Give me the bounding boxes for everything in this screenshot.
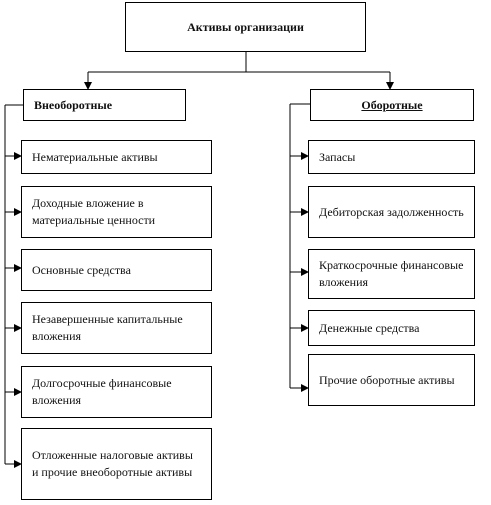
right-item-4: Денежные средства	[308, 310, 475, 346]
right-item-2: Дебиторская задолженность	[308, 186, 475, 238]
left-item-label: Нематериальные активы	[32, 149, 158, 164]
right-item-label: Запасы	[319, 149, 356, 164]
left-group-header: Внеоборотные	[23, 89, 186, 121]
left-item-6: Отложенные налоговые активы и прочие вне…	[21, 428, 212, 500]
root-title: Активы организации	[187, 19, 304, 34]
left-item-label: Основные средства	[32, 262, 131, 277]
left-item-1: Нематериальные активы	[21, 140, 212, 174]
right-item-label: Краткосрочные финансовые вложения	[319, 258, 464, 289]
right-item-3: Краткосрочные финансовые вложения	[308, 249, 475, 299]
left-item-label: Отложенные налоговые активы и прочие вне…	[32, 448, 193, 479]
left-group-title: Внеоборотные	[34, 97, 113, 112]
left-item-2: Доходные вложение в материальные ценност…	[21, 186, 212, 238]
right-item-1: Запасы	[308, 140, 475, 174]
right-item-label: Дебиторская задолженность	[319, 204, 464, 219]
left-item-3: Основные средства	[21, 249, 212, 291]
left-item-label: Незавершенные капитальные вложения	[32, 312, 183, 343]
right-item-label: Денежные средства	[319, 320, 420, 335]
left-item-label: Долгосрочные финансовые вложения	[32, 376, 172, 407]
right-group-header: Оборотные	[310, 89, 474, 121]
right-group-title: Оборотные	[361, 97, 423, 112]
left-item-label: Доходные вложение в материальные ценност…	[32, 196, 156, 227]
left-item-5: Долгосрочные финансовые вложения	[21, 366, 212, 418]
right-item-5: Прочие оборотные активы	[308, 354, 475, 406]
left-item-4: Незавершенные капитальные вложения	[21, 302, 212, 354]
root-node: Активы организации	[125, 2, 366, 52]
right-item-label: Прочие оборотные активы	[319, 372, 455, 387]
